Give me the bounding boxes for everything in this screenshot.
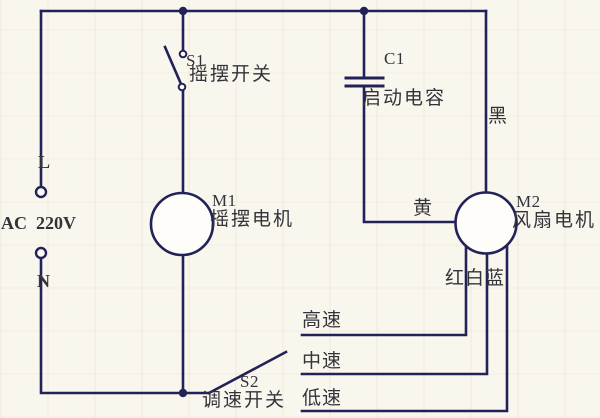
yellow-wire (362, 86, 458, 224)
s1-contact-bottom (177, 82, 187, 92)
label-m1-name: 摇摆电机 (210, 209, 295, 230)
switch-s2-arm (207, 350, 288, 395)
s1-contact-top (178, 49, 188, 59)
label-c1-name: 启动电容 (362, 88, 447, 109)
label-s2-id: S2 (240, 372, 259, 391)
label-s1-id: S1 (186, 51, 205, 70)
label-wire-black: 黑 (488, 106, 508, 127)
high-speed-wire (300, 244, 468, 337)
switch-s1-arm (163, 45, 183, 86)
junction-dot (178, 388, 188, 398)
label-c1-id: C1 (384, 49, 405, 68)
terminal-neutral-circle (34, 246, 48, 260)
label-terminal-l: L (38, 152, 51, 172)
label-wire-yellow: 黄 (413, 198, 433, 219)
terminal-live-circle (34, 185, 48, 199)
label-s2-name: 调速开关 (202, 390, 287, 411)
low-speed-wire (300, 243, 509, 413)
neutral-bottom-wire (39, 256, 211, 395)
label-wire-red-white-blue: 红白蓝 (445, 268, 506, 289)
label-speed-medium: 中速 (302, 351, 343, 372)
label-speed-high: 高速 (302, 310, 343, 331)
label-supply: AC 220V (1, 213, 76, 233)
label-s1-name: 摇摆开关 (189, 64, 274, 85)
motor-m1-symbol (149, 191, 215, 257)
junction-dot (359, 6, 369, 16)
label-speed-low: 低速 (302, 388, 343, 409)
label-m2-id: M2 (516, 192, 541, 211)
junction-dot (178, 6, 188, 16)
medium-speed-wire (300, 251, 489, 376)
label-terminal-n: N (37, 271, 50, 291)
label-m2-name: 风扇电机 (512, 210, 597, 231)
motor-m2-symbol (454, 191, 518, 255)
label-m1-id: M1 (212, 191, 237, 210)
